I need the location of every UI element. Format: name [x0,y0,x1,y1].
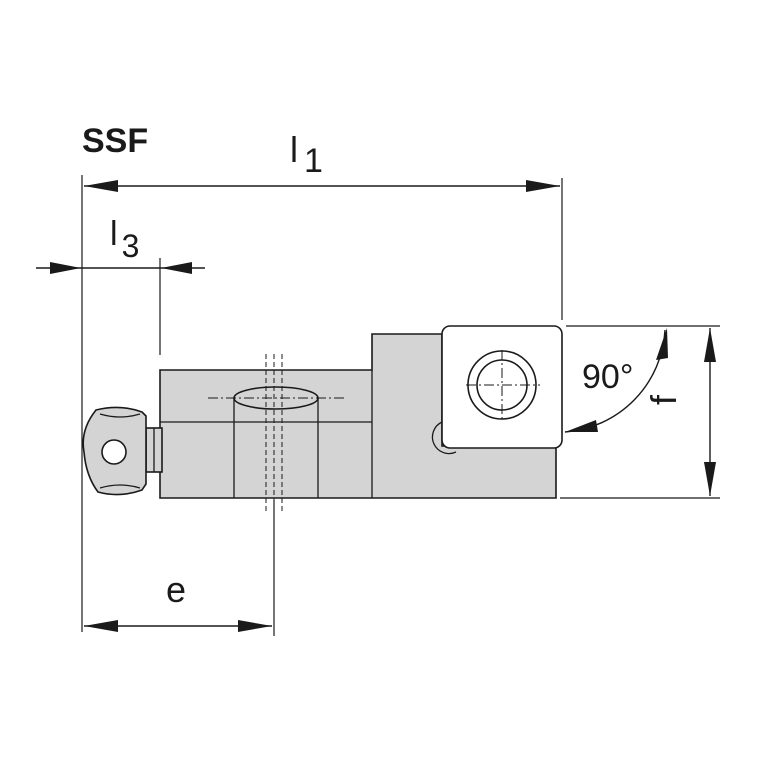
knob-ridge-top [99,413,141,418]
dimension-f: f [560,325,720,499]
body-outline [159,333,557,499]
square-insert [441,325,563,449]
label-l1-main: l [290,129,298,170]
cartridge-body [159,333,557,512]
arrow-l1-left [84,180,118,192]
arrow-f-bottom [704,462,716,496]
label-l1-sub: 1 [304,142,323,180]
label-e: e [166,569,186,610]
arrow-l3-right [161,262,192,274]
drawing-title: SSF [82,122,148,160]
dimension-e: e [84,500,275,636]
knob-ridge-bottom [99,484,141,489]
label-l3-sub: 3 [122,228,140,264]
knob-cross-hole [101,439,127,465]
dimension-angle: 90° [564,328,668,433]
arrow-angle-bottom [565,420,598,432]
arrow-l3-left [50,262,81,274]
arrow-l1-right [526,180,560,192]
arrow-e-left [84,620,118,632]
arrow-f-top [704,328,716,362]
arrow-e-right [238,620,272,632]
arrow-angle-top [656,328,668,360]
pin-hole-arc [431,421,457,455]
label-f: f [643,394,684,405]
label-l3-main: l [110,215,118,253]
label-angle: 90° [582,358,633,396]
adjusting-screw [82,406,163,496]
